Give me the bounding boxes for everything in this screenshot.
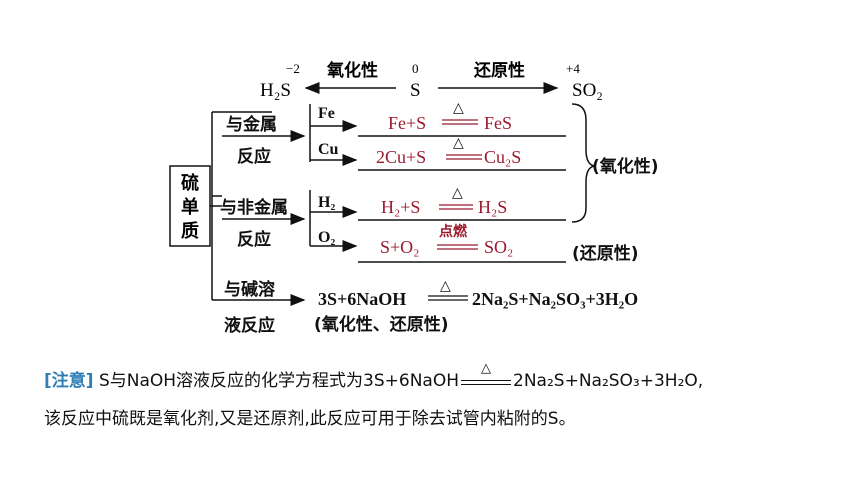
naoh-double-bar xyxy=(428,295,468,301)
eq-fe-left: Fe+S xyxy=(388,113,426,133)
eq-fe-right: FeS xyxy=(484,113,512,133)
reactant-fe: Fe xyxy=(318,105,335,122)
branch-metal-b: 反应 xyxy=(237,146,271,167)
note-line-1: [注意] S与NaOH溶液反应的化学方程式为3S+6NaOH △ 2Na₂S+Na₂… xyxy=(44,362,844,400)
reactant-cu: Cu xyxy=(318,141,339,158)
species-so2: SO₂ xyxy=(572,80,603,101)
branch-alkali-a: 与碱溶 xyxy=(224,279,275,300)
equation-double-bars xyxy=(437,119,482,250)
note-tag: [注意] xyxy=(44,371,94,391)
reduction-label: 还原性 xyxy=(473,60,525,81)
charge-minus2: −2 xyxy=(286,61,300,76)
oxidation-label: 氧化性 xyxy=(326,60,378,81)
eq-cu-right: Cu₂S xyxy=(484,147,521,167)
tree-lines xyxy=(210,104,311,301)
note-text-2: 2Na₂S+Na₂SO₃+3H₂O, xyxy=(513,371,704,391)
species-h2s: H₂S xyxy=(260,80,291,101)
eq-fe-cond: △ xyxy=(453,101,464,116)
prop-reducing: (还原性) xyxy=(572,243,639,264)
branch-arrows xyxy=(222,120,358,306)
eq-o2-cond: 点燃 xyxy=(439,223,468,240)
prop-oxidizing: (氧化性) xyxy=(592,156,659,177)
root-label: 硫单质 xyxy=(181,172,199,242)
eq-h2-left: H₂+S xyxy=(381,197,420,217)
note-cond: △ xyxy=(481,361,492,376)
branch-alkali-b: 液反应 xyxy=(224,315,275,336)
eq-h2-cond: △ xyxy=(452,186,463,201)
note-line-2: 该反应中硫既是氧化剂,又是还原剂,此反应可用于除去试管内粘附的S。 xyxy=(44,409,576,429)
reactant-o2: O₂ xyxy=(318,229,335,246)
note-text-1: S与NaOH溶液反应的化学方程式为3S+6NaOH xyxy=(98,371,460,391)
charge-plus4: +4 xyxy=(566,61,580,76)
note-equilibrium-sign: △ xyxy=(461,362,512,390)
oxidizing-brace xyxy=(571,103,595,223)
charge-0: 0 xyxy=(412,61,419,76)
eq-cu-cond: △ xyxy=(453,136,464,151)
eq-naoh-right: 2Na₂S+Na₂SO₃+3H₂O xyxy=(472,289,638,309)
branch-nonmetal-a: 与非金属 xyxy=(220,197,288,218)
reactant-h2: H₂ xyxy=(318,194,335,211)
valence-header: −2 H₂S 0 S +4 SO₂ 氧化性 还原性 xyxy=(260,60,603,101)
prop-both: (氧化性、还原性) xyxy=(314,314,449,335)
eq-o2-left: S+O₂ xyxy=(380,237,419,257)
equation-underlines xyxy=(358,135,566,263)
branch-nonmetal-b: 反应 xyxy=(237,229,271,250)
species-s: S xyxy=(410,80,421,101)
eq-o2-right: SO₂ xyxy=(484,237,513,257)
eq-h2-right: H₂S xyxy=(478,197,507,217)
sulfur-diagram: −2 H₂S 0 S +4 SO₂ 氧化性 还原性 硫单质 与金属 反应 xyxy=(169,60,659,336)
eq-naoh-left: 3S+6NaOH xyxy=(318,289,406,309)
eq-naoh-cond: △ xyxy=(440,279,451,294)
branch-metal-a: 与金属 xyxy=(226,114,277,135)
note-paragraph: [注意] S与NaOH溶液反应的化学方程式为3S+6NaOH △ 2Na₂S+Na₂… xyxy=(44,362,844,438)
eq-cu-left: 2Cu+S xyxy=(376,147,426,167)
